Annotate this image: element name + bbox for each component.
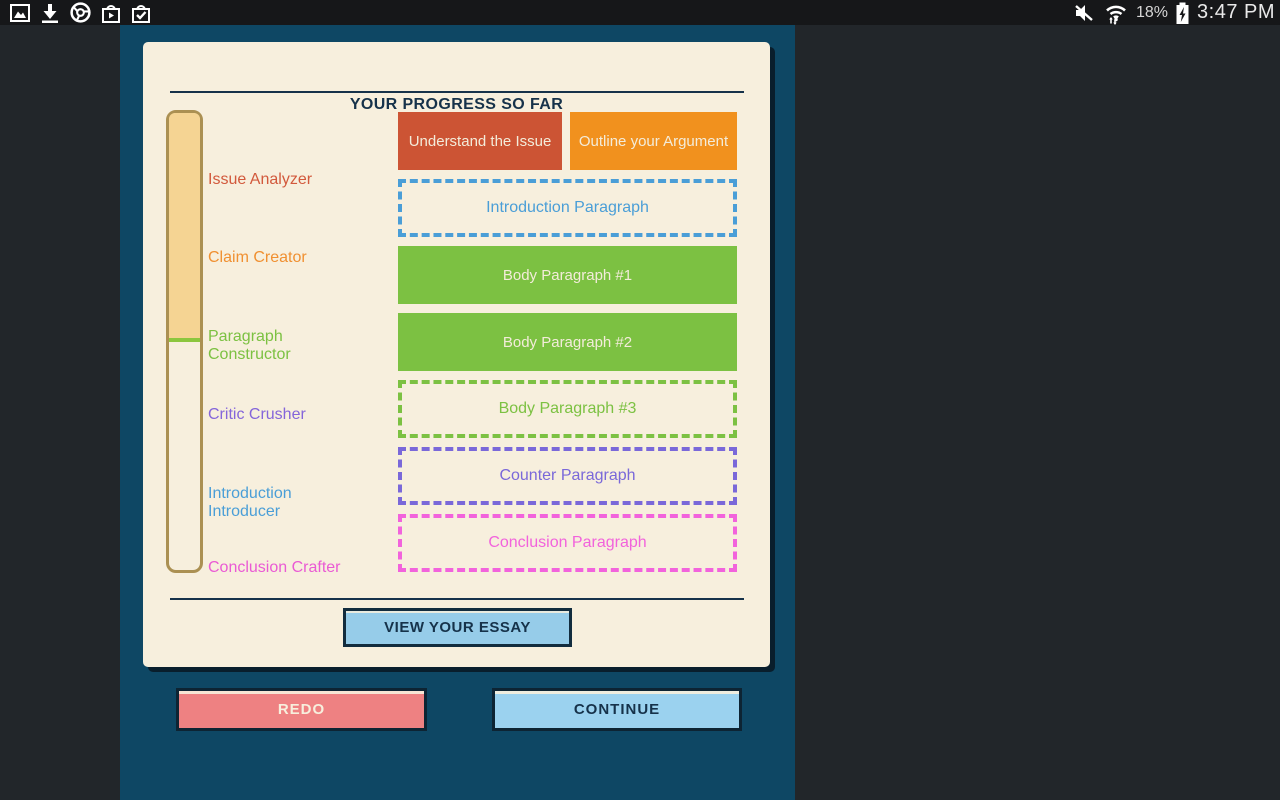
divider-bottom bbox=[170, 598, 744, 600]
step-conclusion-paragraph: Conclusion Paragraph bbox=[398, 514, 737, 572]
step-understand-the-issue: Understand the Issue bbox=[398, 112, 562, 170]
progress-meter-fill bbox=[169, 113, 200, 338]
milestone-paragraph-constructor: Paragraph Constructor bbox=[208, 328, 291, 363]
play-store-icon bbox=[100, 2, 122, 24]
divider-top bbox=[170, 91, 744, 93]
volume-muted-icon bbox=[1072, 1, 1096, 25]
redo-button[interactable]: REDO bbox=[176, 688, 427, 731]
clock-label: 3:47 PM bbox=[1197, 1, 1275, 23]
download-icon bbox=[39, 2, 61, 24]
step-counter-paragraph: Counter Paragraph bbox=[398, 447, 737, 505]
wifi-icon bbox=[1103, 1, 1129, 25]
step-body-paragraph-2: Body Paragraph #2 bbox=[398, 313, 737, 371]
system-indicators: 18% 3:47 PM bbox=[1072, 1, 1275, 25]
step-body-paragraph-1: Body Paragraph #1 bbox=[398, 246, 737, 304]
page-title: YOUR PROGRESS SO FAR bbox=[349, 96, 564, 113]
milestone-critic-crusher: Critic Crusher bbox=[208, 406, 306, 423]
milestone-issue-analyzer: Issue Analyzer bbox=[208, 171, 313, 188]
milestone-conclusion-crafter: Conclusion Crafter bbox=[208, 559, 341, 576]
step-introduction-paragraph: Introduction Paragraph bbox=[398, 179, 737, 237]
chrome-icon bbox=[69, 1, 92, 24]
continue-button[interactable]: CONTINUE bbox=[492, 688, 742, 731]
battery-percent-label: 18% bbox=[1135, 3, 1169, 21]
progress-card: YOUR PROGRESS SO FAR Issue Analyzer Clai… bbox=[143, 42, 770, 667]
notification-icons bbox=[5, 1, 152, 24]
progress-meter-marker bbox=[169, 338, 200, 342]
essay-step-blocks: Understand the Issue Outline your Argume… bbox=[398, 112, 737, 572]
view-your-essay-button[interactable]: VIEW YOUR ESSAY bbox=[343, 608, 572, 647]
step-outline-your-argument: Outline your Argument bbox=[570, 112, 737, 170]
milestone-claim-creator: Claim Creator bbox=[208, 249, 307, 266]
step-row: Understand the Issue Outline your Argume… bbox=[398, 112, 737, 170]
android-status-bar[interactable]: 18% 3:47 PM bbox=[0, 0, 1280, 25]
step-body-paragraph-3: Body Paragraph #3 bbox=[398, 380, 737, 438]
gallery-icon bbox=[9, 2, 31, 24]
task-check-icon bbox=[130, 2, 152, 24]
milestone-introduction-introducer: Introduction Introducer bbox=[208, 485, 292, 520]
battery-charging-icon bbox=[1175, 1, 1190, 25]
progress-meter bbox=[166, 110, 203, 573]
